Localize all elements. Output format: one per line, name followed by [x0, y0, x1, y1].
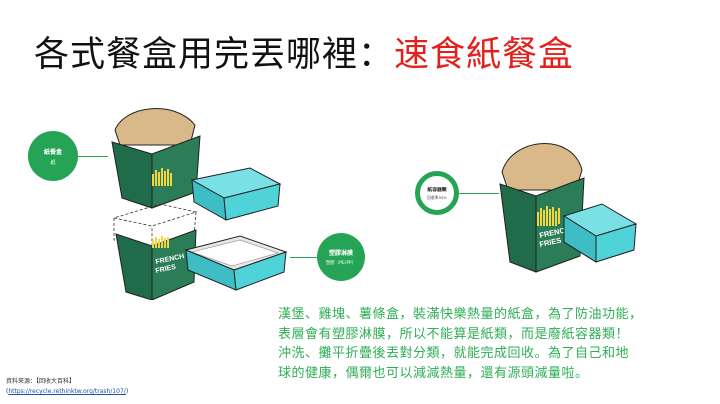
source-citation: 資料來源：【回收大百科】 (https://recycle.rethinktw.… [6, 377, 206, 397]
container-label-title: 紙容器類 [427, 187, 447, 193]
plastic-label-material: 塑膠（PE/PP） [325, 261, 357, 266]
paper-label-badge: 紙餐盒 紙 [28, 131, 78, 181]
description-line: 漢堡、雞塊、薯條盒，裝滿快樂熱量的紙盒，為了防油功能， [278, 307, 643, 322]
title-highlight: 速食紙餐盒 [394, 35, 575, 75]
connector-container [459, 193, 499, 194]
description-line: 球的健康，偶爾也可以減減熱量，還有源頭減量啦。 [278, 365, 589, 381]
source-label: 資料來源：【回收大百科】 [6, 378, 76, 385]
source-open-paren: ( [6, 388, 9, 395]
exploded-fries-box-illustration: FRENCH FRIES [111, 108, 288, 300]
fries-box-assembled: FRENCH FRIES [499, 143, 585, 273]
fries-box-top [111, 108, 201, 209]
source-close-paren: ) [125, 388, 129, 395]
description-line: 表層會有塑膠淋膜，所以不能算是紙類，而是廢紙容器類！ [278, 326, 630, 342]
container-recycle-badge: 紙容器類 回收率93% [415, 171, 459, 215]
connector-paper [78, 156, 108, 157]
fries-box-bottom: FRENCH FRIES [115, 229, 197, 300]
page-title: 各式餐盒用完丟哪裡：速食紙餐盒 [34, 26, 694, 76]
source-link[interactable]: https://recycle.rethinktw.org/trash/107/ [8, 388, 126, 395]
title-prefix: 各式餐盒用完丟哪裡： [34, 35, 395, 75]
paper-label-material: 紙 [50, 159, 56, 166]
burger-box-top [190, 167, 282, 221]
plastic-label-title: 塑膠淋膜 [328, 250, 353, 257]
description-line: 沖洗、攤平折疊後丟對分類，就能完成回收。為了自己和地 [278, 346, 630, 361]
container-label-rate: 回收率93% [427, 194, 447, 200]
plastic-label-badge: 塑膠淋膜 塑膠（PE/PP） [317, 233, 365, 281]
burger-box-assembled [562, 203, 638, 263]
burger-tray-bottom [184, 235, 288, 291]
fries-and-burger-box-illustration: FRENCH FRIES [499, 143, 638, 273]
paper-label-title: 紙餐盒 [43, 148, 62, 156]
fries-box-bottom-label-2: FRIES [155, 264, 177, 275]
fries-box-label-2: FRIES [539, 236, 562, 249]
connector-plastic [290, 257, 317, 258]
description-paragraph: 漢堡、雞塊、薯條盒，裝滿快樂熱量的紙盒，為了防油功能， 表層會有塑膠淋膜，所以不… [278, 305, 718, 383]
